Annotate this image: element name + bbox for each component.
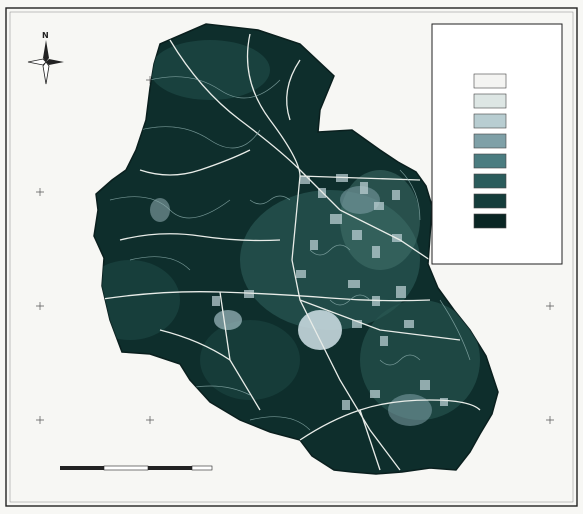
study-area (93, 23, 499, 475)
legend-item (473, 113, 507, 129)
scale-segment-3 (148, 466, 192, 470)
legend-swatch-3 (473, 113, 507, 129)
legend-item (473, 153, 507, 169)
north-arrow-icon: N (27, 31, 64, 85)
terrain-shading (94, 40, 480, 426)
legend-swatch-8 (473, 213, 507, 229)
map-frame (5, 7, 578, 507)
legend-item (473, 213, 507, 229)
legend-item (473, 193, 507, 209)
legend-item (473, 73, 507, 89)
north-label: N (42, 31, 49, 40)
water-body (298, 310, 342, 350)
legend-items (473, 73, 507, 229)
contour-lines (109, 76, 471, 431)
legend (431, 23, 563, 265)
legend-swatch-5 (473, 153, 507, 169)
legend-swatch-7 (473, 193, 507, 209)
scale-segment-2 (103, 465, 149, 471)
legend-swatch-6 (473, 173, 507, 189)
legend-item (473, 133, 507, 149)
map-inner-frame (9, 11, 574, 503)
road-network (95, 33, 481, 471)
legend-swatch-1 (473, 73, 507, 89)
scale-bar (60, 465, 213, 471)
legend-swatch-4 (473, 133, 507, 149)
legend-item (473, 93, 507, 109)
scale-segment-1 (60, 466, 104, 470)
legend-item (473, 173, 507, 189)
legend-swatch-2 (473, 93, 507, 109)
scale-segment-4 (191, 465, 213, 471)
